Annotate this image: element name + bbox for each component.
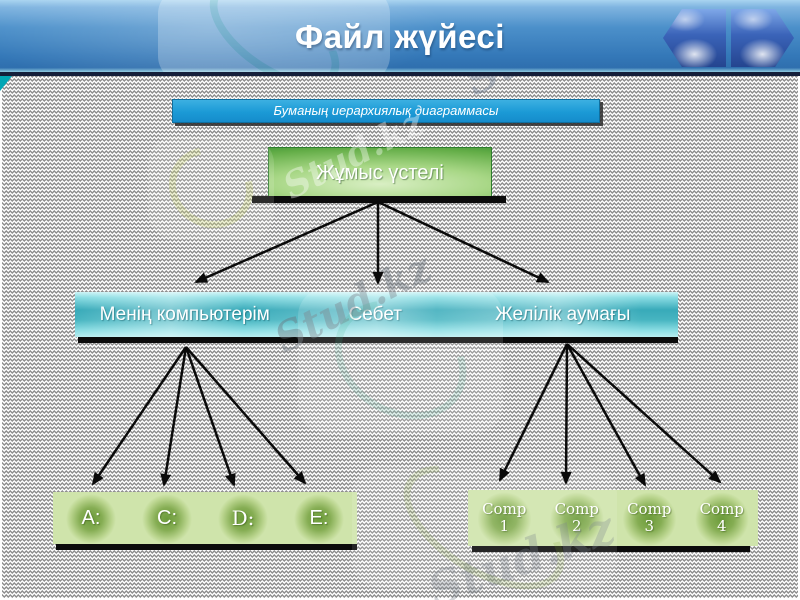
computer-number: 1 [499,517,510,535]
root-node-underline [252,196,506,203]
drive-label: A: [81,506,101,529]
level2-bar: Менің компьютерім Себет Желілік аумағы [75,292,678,337]
drive-cell-d: D: [205,492,281,544]
drive-row: A: C: D: E: [53,492,357,544]
node-my-computer: Менің компьютерім [99,303,270,325]
node-recycle-bin: Себет [348,303,402,325]
computer-number: 3 [644,517,655,535]
computer-name: Comp [482,499,527,518]
slide-navigation [663,9,794,67]
subtitle-banner-label: Буманың иерархиялық диаграммасы [273,103,499,118]
computer-cell-4: Comp 4 [685,490,758,546]
computer-name: Comp [699,499,744,518]
root-node-desktop: Жұмыс үстелі [268,147,492,199]
drive-label: C: [157,506,177,529]
drive-label: D: [231,506,255,530]
computer-cell-3: Comp 3 [613,490,686,546]
nav-forward-button[interactable] [731,9,794,67]
arrow-left-icon [663,9,726,67]
computer-row-underline [472,546,750,552]
root-node-label: Жұмыс үстелі [316,161,444,184]
level2-bar-underline [78,337,678,343]
watermark-logo [158,0,390,72]
drive-cell-e: E: [281,492,357,544]
computer-row: Comp 1 Comp 2 Comp 3 Comp 4 [468,490,758,546]
computer-cell-2: Comp 2 [540,490,613,546]
arrow-right-icon [731,9,794,67]
drive-label: E: [309,506,329,529]
nav-back-button[interactable] [663,9,726,67]
computer-number: 2 [571,517,582,535]
node-network: Желілік аумағы [495,303,631,325]
computer-name: Comp [627,499,672,518]
drive-cell-a: A: [53,492,129,544]
computer-number: 4 [716,517,727,535]
drive-cell-c: C: [129,492,205,544]
subtitle-banner: Буманың иерархиялық диаграммасы [172,99,600,123]
header-divider [0,72,800,76]
drive-row-underline [56,544,357,550]
computer-cell-1: Comp 1 [468,490,541,546]
page-title: Файл жүйесі [295,18,505,55]
computer-name: Comp [554,499,599,518]
